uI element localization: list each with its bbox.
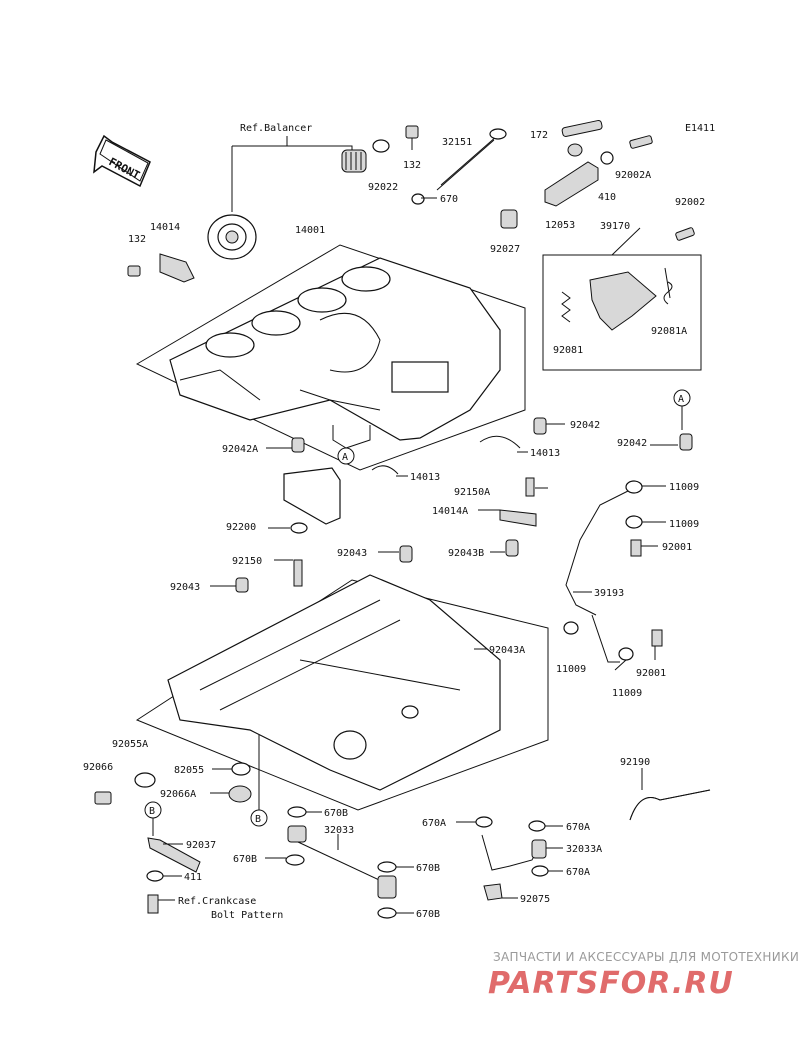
part-label: 92022 bbox=[368, 182, 398, 193]
part-label: 92042 bbox=[617, 438, 647, 449]
part-label: 14001 bbox=[295, 225, 325, 236]
part-label: 670B bbox=[416, 863, 440, 874]
left-plate-parts bbox=[127, 253, 195, 283]
top-parts bbox=[372, 119, 695, 241]
part-label: 32033A bbox=[566, 844, 602, 855]
oil-pipe-right bbox=[563, 480, 663, 661]
part-label: 11009 bbox=[612, 688, 642, 699]
part-label: 92042 bbox=[570, 420, 600, 431]
part-label: 92055A bbox=[112, 739, 148, 750]
part-label: 14013 bbox=[530, 448, 560, 459]
part-label: 92043A bbox=[489, 645, 525, 656]
part-label: 670B bbox=[324, 808, 348, 819]
hose-shape bbox=[629, 789, 711, 821]
part-label: 670A bbox=[422, 818, 446, 829]
part-label: 11009 bbox=[669, 482, 699, 493]
watermark-tagline: ЗАПЧАСТИ И АКСЕССУАРЫ ДЛЯ МОТОТЕХНИКИ bbox=[493, 950, 799, 964]
ref-crankcase-label: Ref.Crankcase bbox=[178, 896, 256, 907]
part-label: 92001 bbox=[636, 668, 666, 679]
part-label: 670B bbox=[416, 909, 440, 920]
upper-crankcase bbox=[135, 244, 526, 471]
part-label: 39170 bbox=[600, 221, 630, 232]
part-label: 670A bbox=[566, 867, 590, 878]
callout-a-top: A bbox=[673, 389, 691, 430]
ref-crankcase-sublabel: Bolt Pattern bbox=[211, 910, 283, 921]
part-label: 11009 bbox=[556, 664, 586, 675]
part-labels: 132 32151 172 92022 670 410 92002A 12053… bbox=[83, 130, 705, 920]
part-label: 132 bbox=[403, 160, 421, 171]
part-label: 670A bbox=[566, 822, 590, 833]
lower-left-parts bbox=[94, 762, 252, 914]
part-label: 11009 bbox=[669, 519, 699, 530]
part-label: 132 bbox=[128, 234, 146, 245]
part-label: 32033 bbox=[324, 825, 354, 836]
part-label: 82055 bbox=[174, 765, 204, 776]
part-label: 14014A bbox=[432, 506, 468, 517]
part-label: 92066 bbox=[83, 762, 113, 773]
part-label: 92200 bbox=[226, 522, 256, 533]
part-label: 92037 bbox=[186, 840, 216, 851]
watermark-logo: PARTSFOR.RU bbox=[488, 966, 734, 1001]
svg-text:B: B bbox=[255, 814, 261, 825]
part-label: 92027 bbox=[490, 244, 520, 255]
lower-crankcase bbox=[135, 574, 549, 811]
svg-text:B: B bbox=[149, 806, 155, 817]
part-label: 411 bbox=[184, 872, 202, 883]
part-label: 92043 bbox=[170, 582, 200, 593]
part-label: 92081A bbox=[651, 326, 687, 337]
tensioner-box bbox=[542, 227, 702, 371]
ref-balancer-label: Ref.Balancer bbox=[240, 123, 312, 134]
part-label: 172 bbox=[530, 130, 548, 141]
callout-b-left: B bbox=[144, 801, 162, 836]
needle-bearing-shape bbox=[341, 149, 367, 173]
part-label: 92150 bbox=[232, 556, 262, 567]
cam-chain-guide-shape bbox=[544, 161, 599, 207]
callout-a-mid: A bbox=[332, 425, 371, 465]
part-label: 12053 bbox=[545, 220, 575, 231]
part-label: 14014 bbox=[150, 222, 180, 233]
svg-text:A: A bbox=[342, 452, 348, 463]
part-label: 14013 bbox=[410, 472, 440, 483]
part-label: 92075 bbox=[520, 894, 550, 905]
part-label: 92001 bbox=[662, 542, 692, 553]
diagram-code: E1411 bbox=[685, 123, 715, 134]
part-label: 92150A bbox=[454, 487, 490, 498]
front-arrow-icon: FRONT bbox=[93, 134, 151, 188]
leader-lines bbox=[158, 197, 678, 914]
svg-text:A: A bbox=[678, 394, 684, 405]
ref-balancer-group: Ref.Balancer bbox=[207, 123, 367, 260]
part-label: 410 bbox=[598, 192, 616, 203]
part-label: 32151 bbox=[442, 137, 472, 148]
part-label: 39193 bbox=[594, 588, 624, 599]
part-label: 92066A bbox=[160, 789, 196, 800]
part-label: 92002 bbox=[675, 197, 705, 208]
part-label: 92002A bbox=[615, 170, 651, 181]
part-label: 92042A bbox=[222, 444, 258, 455]
part-label: 92081 bbox=[553, 345, 583, 356]
part-label: 670B bbox=[233, 854, 257, 865]
part-label: 670 bbox=[440, 194, 458, 205]
part-label: 92043 bbox=[337, 548, 367, 559]
part-label: 92190 bbox=[620, 757, 650, 768]
part-label: 92043B bbox=[448, 548, 484, 559]
callout-b-lower: B bbox=[250, 735, 268, 827]
